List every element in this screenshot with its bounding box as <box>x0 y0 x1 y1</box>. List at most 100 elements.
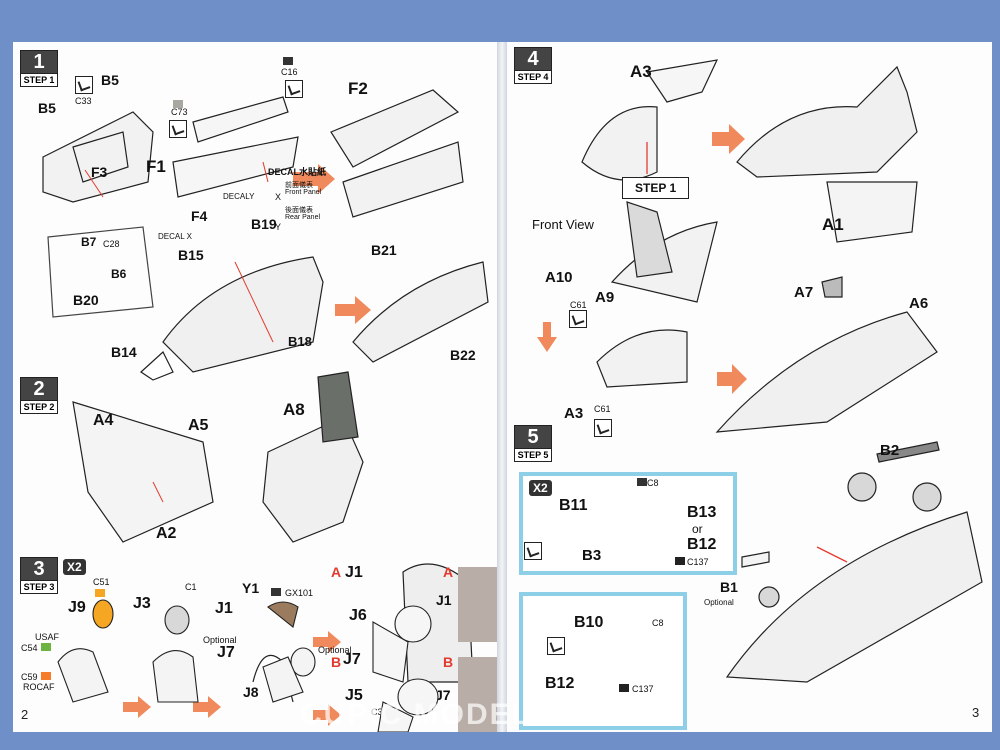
paint-label: C16 <box>281 67 298 77</box>
part-label: A8 <box>283 400 305 419</box>
paint-icon <box>569 310 587 328</box>
left-page-drawings <box>42 89 489 726</box>
part-label: A4 <box>93 412 114 429</box>
part-label: J3 <box>133 595 151 612</box>
paint-label: C51 <box>93 577 110 587</box>
part-label: B21 <box>371 242 397 258</box>
part-label: B6 <box>111 267 127 281</box>
right-page-drawings <box>537 59 983 684</box>
part-label: B10 <box>574 614 604 631</box>
part-label: J1 <box>345 564 363 581</box>
paint-icon <box>75 76 93 94</box>
part-label: B2 <box>880 442 900 459</box>
decal-front-en: Front Panel <box>285 189 322 196</box>
paint-icon <box>169 120 187 138</box>
part-label: J8 <box>243 684 259 700</box>
part-label: A7 <box>794 284 814 301</box>
part-label: J7 <box>343 651 361 668</box>
part-label: B12 <box>687 536 717 553</box>
optional-label: Optional <box>704 598 734 607</box>
paint-label: C54 <box>21 643 38 653</box>
variant-label: USAF <box>35 632 60 642</box>
part-label: B22 <box>450 347 476 363</box>
color-chip <box>95 589 105 597</box>
decal-rear-en: Rear Panel <box>285 214 321 221</box>
color-chip <box>283 57 293 65</box>
book-spine <box>497 42 507 732</box>
variant-a-badge: A <box>443 564 454 580</box>
decal-y-callout: DECALY <box>223 192 255 201</box>
part-label: F2 <box>348 79 368 98</box>
part-label: B13 <box>687 504 717 521</box>
part-label: B20 <box>73 292 99 308</box>
part-label: F3 <box>91 164 108 180</box>
decal-x-callout: DECAL X <box>158 232 192 241</box>
decal-front-cn: 前面儀表 <box>285 182 313 189</box>
paint-label: C8 <box>647 478 659 488</box>
paint-icon <box>547 637 565 655</box>
watermark: CUPIC MODEL <box>300 698 532 731</box>
part-label: J5 <box>345 687 363 704</box>
part-label: F1 <box>146 157 166 176</box>
part-label: J1 <box>436 592 452 608</box>
page-number-left: 2 <box>21 707 29 722</box>
variant-a-badge: A <box>331 564 342 580</box>
decal-title: DECAL水貼紙 <box>268 167 326 177</box>
part-label: B19 <box>251 216 277 232</box>
paint-label: C59 <box>21 672 38 682</box>
color-chip <box>41 643 51 651</box>
decal-rear-cn: 後面儀表 <box>285 207 313 214</box>
optional-label: Optional <box>318 645 352 655</box>
variant-b-badge: B <box>443 654 454 670</box>
paint-label: C73 <box>171 107 188 117</box>
part-label: A3 <box>630 62 652 81</box>
variant-label: ROCAF <box>23 682 55 692</box>
paint-icon <box>524 542 542 560</box>
part-label: A2 <box>156 525 177 542</box>
part-label: A6 <box>909 295 929 312</box>
part-label: J6 <box>349 607 367 624</box>
part-label: B5 <box>101 72 119 88</box>
color-chip <box>271 588 281 596</box>
decal-x: X <box>275 192 282 202</box>
decal-y: Y <box>275 222 282 232</box>
part-label: A1 <box>822 215 844 234</box>
part-label: A10 <box>545 269 573 286</box>
paint-label: C137 <box>687 557 709 567</box>
paint-label: C33 <box>371 707 388 717</box>
part-label: C28 <box>103 239 120 249</box>
paint-label: C137 <box>632 684 654 694</box>
callout-box-main-gear <box>519 472 737 575</box>
part-label: C33 <box>75 96 92 106</box>
part-label: Y1 <box>242 580 260 596</box>
step-3-multiplier: X2 <box>63 559 86 575</box>
paint-icon <box>285 80 303 98</box>
part-label: A9 <box>595 289 615 306</box>
or-label: or <box>692 522 703 536</box>
paint-label: C61 <box>594 404 611 414</box>
part-label: A5 <box>188 417 209 434</box>
paint-label: C8 <box>652 618 664 628</box>
variant-b-badge: B <box>331 654 342 670</box>
part-label: F4 <box>191 208 208 224</box>
color-chip <box>675 557 685 565</box>
part-label: B12 <box>545 675 575 692</box>
page-number-right: 3 <box>972 705 980 720</box>
part-label: J1 <box>215 600 233 617</box>
paint-label: C1 <box>185 582 197 592</box>
color-chip <box>637 478 647 486</box>
paint-label: GX101 <box>285 588 314 598</box>
callout-box-nose-gear <box>519 592 687 730</box>
step-5-multiplier: X2 <box>529 480 552 496</box>
part-label: B1 <box>720 579 738 595</box>
part-label: B3 <box>582 547 602 564</box>
step3-figures <box>57 567 498 732</box>
front-view-label: Front View <box>532 217 594 232</box>
optional-label: Optional <box>203 635 237 645</box>
